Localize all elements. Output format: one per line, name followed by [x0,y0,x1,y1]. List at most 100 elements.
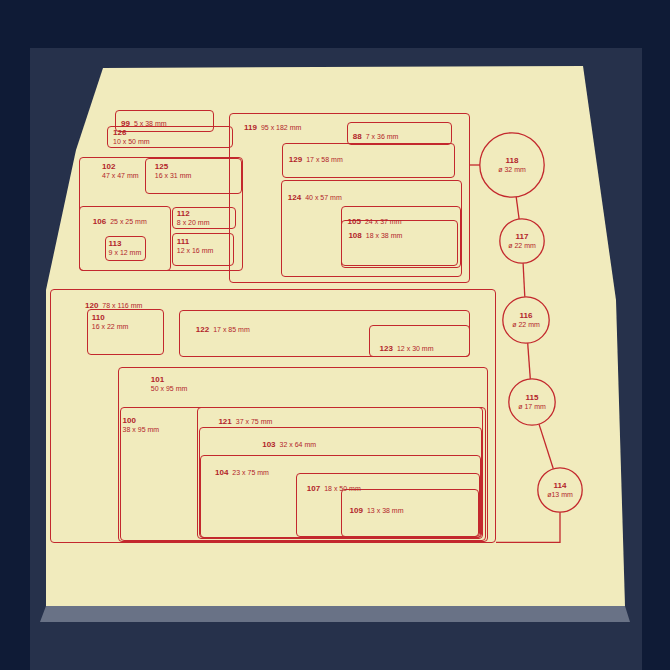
label-box: 887 x 36 mm [347,122,452,145]
label-size: 17 x 58 mm [306,156,343,163]
label-text: 12440 x 57 mm [288,186,342,204]
circle-outline [499,218,545,264]
label-number: 105 [348,217,361,226]
label-box: 12516 x 31 mm [145,158,242,194]
label-size: 24 x 37 mm [365,218,402,225]
round-label: 118ø 32 mm [479,132,545,198]
label-number: 111 [177,237,214,246]
plastic-bag [30,48,642,670]
label-size: ø 22 mm [508,241,536,250]
label-text: 115ø 17 mm [518,393,546,411]
label-number: 100 [123,416,160,425]
cut-line [523,263,525,297]
circle-outline [537,467,583,513]
label-text: 10150 x 95 mm [151,375,188,393]
label-text: 105 24 x 37 mm [348,210,402,228]
label-text: 10718 x 50 mm [307,477,361,495]
label-number: 104 [215,468,228,477]
label-number: 106 [93,217,106,226]
label-text: 119 95 x 182 mm [244,116,301,134]
label-number: 125 [155,162,192,171]
label-box: 10818 x 38 mm [341,220,458,266]
label-box: 12078 x 116 mm11016 x 22 mm 12217 x 85 mm… [50,289,496,543]
label-size: 95 x 182 mm [261,124,301,131]
label-number: 117 [508,232,536,241]
cut-line [496,512,560,542]
label-box: 10423 x 75 mm 10718 x 50 mm 10913 x 38 mm [200,455,481,538]
label-number: 129 [289,155,302,164]
label-box: 12440 x 57 mm 105 24 x 37 mm10818 x 38 mm [281,180,462,277]
label-box: 11016 x 22 mm [87,309,164,355]
label-text: 118ø 32 mm [498,156,526,174]
label-text: 10913 x 38 mm [350,499,404,517]
label-size: ø 22 mm [512,320,540,329]
label-size: 8 x 20 mm [177,218,210,227]
label-box: 995 x 38 mm [115,110,214,132]
label-number: 108 [348,231,361,240]
label-box: 11112 x 16 mm [172,233,234,266]
cut-line [516,197,519,219]
label-text: 114ø13 mm [547,481,573,499]
cut-line [528,343,531,379]
label-number: 88 [353,132,362,141]
label-size: 16 x 31 mm [155,171,192,180]
label-size: 16 x 22 mm [92,322,129,331]
label-size: 38 x 95 mm [123,425,160,434]
label-number: 107 [307,484,320,493]
label-number: 114 [547,481,573,490]
label-size: ø13 mm [547,490,573,499]
bag-fold [40,606,630,622]
label-text: 10038 x 95 mm [123,416,160,434]
label-box: 12610 x 50 mm [107,126,233,148]
label-number: 126 [113,128,150,137]
round-label: 115ø 17 mm [508,378,556,426]
label-text: 10332 x 64 mm [262,433,316,451]
label-number: 103 [262,440,275,449]
label-text: 10247 x 47 mm [102,162,139,180]
label-text: 10423 x 75 mm [215,461,269,479]
label-number: 115 [518,393,546,402]
label-text: 116ø 22 mm [512,311,540,329]
label-number: 121 [218,417,231,426]
label-box: 12312 x 30 mm [369,325,470,357]
label-text: 11016 x 22 mm [92,313,129,331]
sheet-paper [46,66,625,606]
label-text: 1139 x 12 mm [109,239,142,257]
label-number: 119 [244,123,257,132]
cut-line [470,164,480,165]
label-text: 11112 x 16 mm [177,237,214,255]
label-size: 13 x 38 mm [367,507,404,514]
round-label: 116ø 22 mm [502,296,550,344]
label-size: 50 x 95 mm [151,384,188,393]
label-size: 37 x 75 mm [236,418,273,425]
label-box: 1128 x 20 mm [172,207,236,229]
label-text: 121 37 x 75 mm [218,410,272,428]
label-number: 101 [151,375,188,384]
label-box: 10625 x 25 mm 1139 x 12 mm [79,206,171,271]
label-size: 12 x 16 mm [177,246,214,255]
label-text: 129 17 x 58 mm [289,148,343,166]
label-number: 118 [498,156,526,165]
label-number: 116 [512,311,540,320]
label-number: 123 [380,344,393,353]
round-label: 117ø 22 mm [499,218,545,264]
label-text: 12217 x 85 mm [196,318,250,336]
label-box: 10718 x 50 mm 10913 x 38 mm [296,473,480,537]
circle-outline [502,296,550,344]
label-text: 12078 x 116 mm [85,294,142,312]
label-number: 102 [102,162,139,171]
label-box: 12217 x 85 mm 12312 x 30 mm [179,310,470,357]
label-number: 122 [196,325,209,334]
label-number: 120 [85,301,98,310]
label-size: 10 x 50 mm [113,137,150,146]
label-number: 99 [121,119,130,128]
label-text: 10625 x 25 mm [93,210,147,228]
label-number: 112 [177,209,210,218]
label-box: 105 24 x 37 mm10818 x 38 mm [341,206,461,268]
label-box: 129 17 x 58 mm [282,143,455,178]
label-size: ø 32 mm [498,165,526,174]
label-box: 10038 x 95 mm12137 x 75 mm10332 x 64 mm1… [120,407,486,541]
label-text: 10818 x 38 mm [348,224,402,242]
